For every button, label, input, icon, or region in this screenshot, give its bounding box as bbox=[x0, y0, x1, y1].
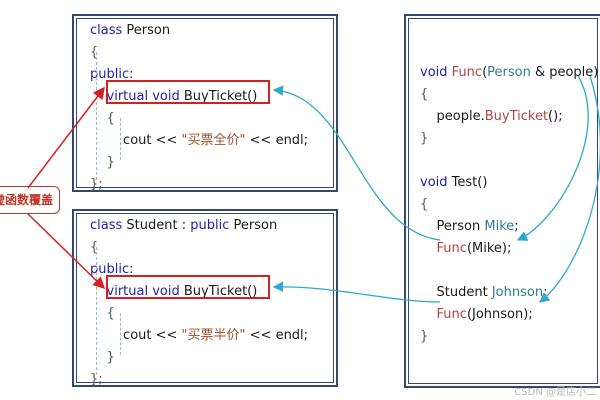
code-token: void bbox=[420, 65, 452, 80]
code-line: cout << "买票半价" << endl; bbox=[90, 325, 308, 347]
code-line: { bbox=[90, 42, 308, 64]
code-line bbox=[420, 150, 598, 172]
code-token: (Johnson); bbox=[466, 307, 533, 322]
code-token: }; bbox=[90, 372, 103, 387]
code-token: "买票半价" bbox=[181, 328, 246, 343]
student-class-code: class Student : public Person{public: vi… bbox=[90, 215, 308, 391]
code-token: << endl; bbox=[245, 133, 309, 148]
indent-guide bbox=[120, 118, 122, 160]
code-token: Person bbox=[126, 23, 171, 38]
code-token: Student bbox=[126, 218, 178, 233]
code-line: virtual void BuyTicket() bbox=[90, 281, 308, 303]
code-token: { bbox=[90, 111, 115, 126]
code-line: }; bbox=[90, 369, 308, 391]
code-token: (); bbox=[548, 109, 563, 124]
test-function-box: void Func(Person & people){ people.BuyTi… bbox=[404, 14, 600, 388]
code-line: Student Johnson; bbox=[420, 282, 598, 304]
student-buyticket-highlight bbox=[106, 275, 270, 299]
code-line: { bbox=[90, 237, 308, 259]
code-token: people. bbox=[420, 109, 485, 124]
code-token: } bbox=[420, 131, 429, 146]
code-line: class Person bbox=[90, 20, 308, 42]
callout-label: 虚函数覆盖 bbox=[0, 193, 53, 207]
code-line: virtual void BuyTicket() bbox=[90, 86, 308, 108]
code-line: people.BuyTicket(); bbox=[420, 106, 598, 128]
code-line: } bbox=[420, 326, 598, 348]
code-token: Func bbox=[436, 241, 467, 256]
code-token: void bbox=[420, 175, 452, 190]
code-token: BuyTicket() bbox=[183, 284, 258, 299]
test-function-code: void Func(Person & people){ people.BuyTi… bbox=[420, 62, 598, 348]
code-token: () bbox=[477, 175, 488, 190]
code-token: } bbox=[90, 155, 115, 170]
code-line: Person Mike; bbox=[420, 216, 598, 238]
code-token: (Mike); bbox=[466, 241, 512, 256]
code-token: public: bbox=[90, 67, 134, 82]
code-token bbox=[420, 307, 437, 322]
code-token: : bbox=[177, 218, 191, 233]
code-token: Mike bbox=[484, 219, 515, 234]
code-token: ; bbox=[514, 219, 519, 234]
code-line: Func(Johnson); bbox=[420, 304, 598, 326]
code-token: Person bbox=[487, 65, 531, 80]
code-token: public bbox=[190, 218, 234, 233]
code-token: class bbox=[90, 218, 127, 233]
code-token: { bbox=[420, 197, 429, 212]
code-token: << endl; bbox=[245, 328, 309, 343]
code-token: cout << bbox=[90, 328, 182, 343]
person-class-code: class Person { public: virtual void BuyTic… bbox=[90, 20, 308, 196]
code-token: BuyTicket() bbox=[183, 89, 258, 104]
code-token: { bbox=[90, 306, 115, 321]
code-token: Person bbox=[233, 218, 278, 233]
watermark: CSDN @是店小二 bbox=[514, 387, 596, 398]
code-line: }; bbox=[90, 174, 308, 196]
code-line: public: bbox=[90, 64, 308, 86]
code-token: virtual void bbox=[106, 284, 184, 299]
code-token: Func bbox=[451, 65, 483, 80]
code-line: { bbox=[90, 108, 308, 130]
code-token: ; bbox=[543, 285, 548, 300]
code-line: } bbox=[90, 152, 308, 174]
code-token bbox=[420, 241, 437, 256]
code-token: Func bbox=[436, 307, 467, 322]
code-line: { bbox=[420, 84, 598, 106]
code-token: & people) bbox=[530, 65, 599, 80]
code-line: } bbox=[420, 128, 598, 150]
code-line: Func(Mike); bbox=[420, 238, 598, 260]
indent-guide bbox=[96, 247, 98, 375]
code-line: void Func(Person & people) bbox=[420, 62, 598, 84]
code-token: "买票全价" bbox=[181, 133, 246, 148]
indent-guide bbox=[96, 52, 98, 180]
code-token: } bbox=[420, 329, 429, 344]
virtual-override-callout: 虚函数覆盖 bbox=[0, 186, 60, 214]
person-buyticket-highlight bbox=[106, 80, 270, 104]
code-token: Student bbox=[420, 285, 492, 300]
code-line: { bbox=[420, 194, 598, 216]
code-token: virtual void bbox=[106, 89, 184, 104]
code-token: { bbox=[420, 87, 429, 102]
code-line: void Test() bbox=[420, 172, 598, 194]
code-token: Test bbox=[451, 175, 478, 190]
code-token: Johnson bbox=[491, 285, 544, 300]
code-token: cout << bbox=[90, 133, 182, 148]
indent-guide bbox=[120, 313, 122, 355]
code-line: } bbox=[90, 347, 308, 369]
code-token: class bbox=[90, 23, 127, 38]
code-token: BuyTicket bbox=[484, 109, 549, 124]
code-token: } bbox=[90, 350, 115, 365]
code-token: ( bbox=[482, 65, 488, 80]
code-line bbox=[420, 260, 598, 282]
code-token bbox=[90, 284, 107, 299]
code-line: cout << "买票全价" << endl; bbox=[90, 130, 308, 152]
code-token bbox=[90, 89, 107, 104]
code-line: { bbox=[90, 303, 308, 325]
code-token: Person bbox=[420, 219, 485, 234]
code-line: class Student : public Person bbox=[90, 215, 308, 237]
code-token: { bbox=[90, 45, 99, 60]
